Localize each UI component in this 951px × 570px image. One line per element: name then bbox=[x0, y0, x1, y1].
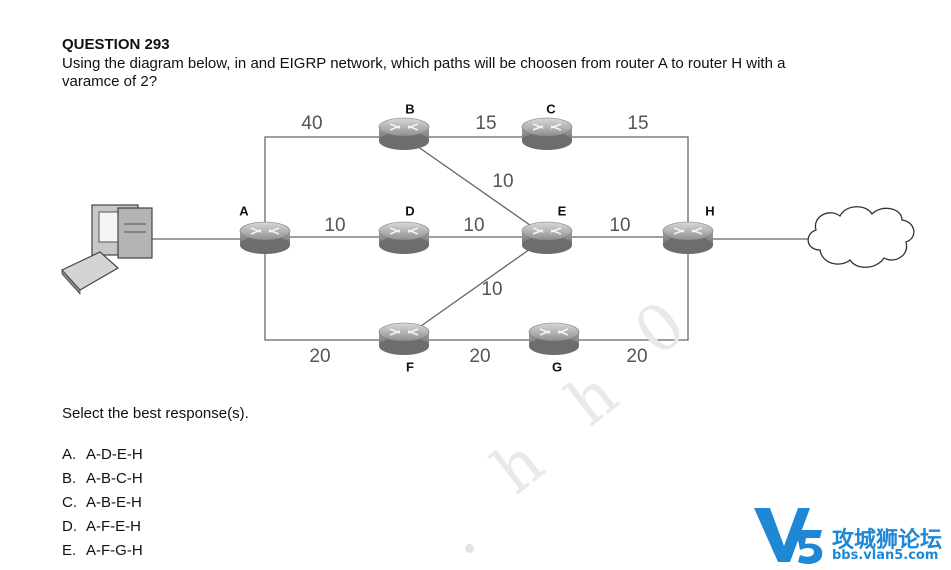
option-letter: C. bbox=[62, 494, 77, 511]
endpoints-layer bbox=[61, 204, 915, 296]
link-a-f bbox=[264, 237, 404, 341]
link-cost-label: 15 bbox=[475, 113, 496, 134]
link-cost-label: 10 bbox=[609, 215, 630, 236]
router-icon-b bbox=[378, 117, 430, 150]
router-icon-f bbox=[378, 322, 430, 355]
link-cost-label: 20 bbox=[309, 346, 330, 367]
link-cost-label: 40 bbox=[301, 113, 322, 134]
watermark-letter: h bbox=[479, 425, 558, 509]
option-letter: E. bbox=[62, 542, 77, 559]
link-c-h bbox=[547, 136, 689, 237]
option-text: A-D-E-H bbox=[86, 446, 143, 463]
option-text: A-B-E-H bbox=[86, 494, 142, 511]
option-text: A-F-E-H bbox=[86, 518, 141, 535]
option-letter: A. bbox=[62, 446, 77, 463]
option-e[interactable]: E. A-F-G-H bbox=[62, 541, 143, 565]
option-a[interactable]: A. A-D-E-H bbox=[62, 445, 143, 469]
router-label-h: H bbox=[705, 203, 714, 218]
router-icon-g bbox=[528, 322, 580, 355]
router-label-a: A bbox=[239, 203, 249, 218]
routers-layer bbox=[239, 117, 714, 355]
router-icon-c bbox=[521, 117, 573, 150]
labels-layer: 40 15 15 10 10 10 10 10 20 20 20 A B C D E F G H bbox=[239, 101, 714, 374]
router-label-g: G bbox=[552, 359, 562, 374]
router-label-e: E bbox=[558, 203, 567, 218]
router-label-f: F bbox=[406, 359, 414, 374]
computer-icon bbox=[61, 204, 153, 296]
link-cost-label: 10 bbox=[463, 215, 484, 236]
router-label-b: B bbox=[405, 101, 414, 116]
link-f-e bbox=[403, 236, 548, 339]
question-title: QUESTION 293 bbox=[62, 36, 170, 53]
link-cost-label: 20 bbox=[469, 346, 490, 367]
option-b[interactable]: B. A-B-C-H bbox=[62, 469, 143, 493]
response-prompt: Select the best response(s). bbox=[62, 405, 249, 422]
answer-options: A.A-D-E-H B.A-B-C-H C.A-B-E-H D.A-F-E-H … bbox=[62, 445, 143, 565]
router-label-c: C bbox=[546, 101, 556, 116]
link-cost-label: 10 bbox=[324, 215, 345, 236]
link-cost-label: 20 bbox=[626, 346, 647, 367]
link-a-b bbox=[264, 136, 404, 237]
option-letter: D. bbox=[62, 518, 77, 535]
router-icon-a bbox=[239, 221, 291, 254]
option-text: A-F-G-H bbox=[86, 542, 143, 559]
cloud-icon bbox=[807, 206, 915, 268]
logo-site-name: 攻城狮论坛 bbox=[832, 528, 943, 553]
link-b-e bbox=[403, 136, 548, 238]
logo-site-url: bbs.vlan5.com bbox=[832, 548, 939, 563]
option-letter: B. bbox=[62, 470, 77, 487]
link-cost-label: 15 bbox=[627, 113, 648, 134]
router-icon-d bbox=[378, 221, 430, 254]
link-g-h bbox=[554, 237, 689, 341]
option-c[interactable]: C. A-B-E-H bbox=[62, 493, 143, 517]
v5-logo-icon: V5 bbox=[754, 508, 823, 564]
router-label-d: D bbox=[405, 203, 414, 218]
site-logo[interactable]: V5 攻城狮论坛 bbs.vlan5.com bbox=[750, 500, 950, 568]
option-text: A-B-C-H bbox=[86, 470, 143, 487]
watermark-dot bbox=[465, 544, 474, 553]
link-cost-label: 10 bbox=[492, 171, 513, 192]
router-icon-e bbox=[521, 221, 573, 254]
router-icon-h bbox=[662, 221, 714, 254]
question-text: Using the diagram below, in and EIGRP ne… bbox=[62, 55, 786, 90]
option-d[interactable]: D. A-F-E-H bbox=[62, 517, 143, 541]
link-cost-label: 10 bbox=[481, 279, 502, 300]
network-diagram: 40 15 15 10 10 10 10 10 20 20 20 A B C D E F G H bbox=[61, 101, 915, 374]
